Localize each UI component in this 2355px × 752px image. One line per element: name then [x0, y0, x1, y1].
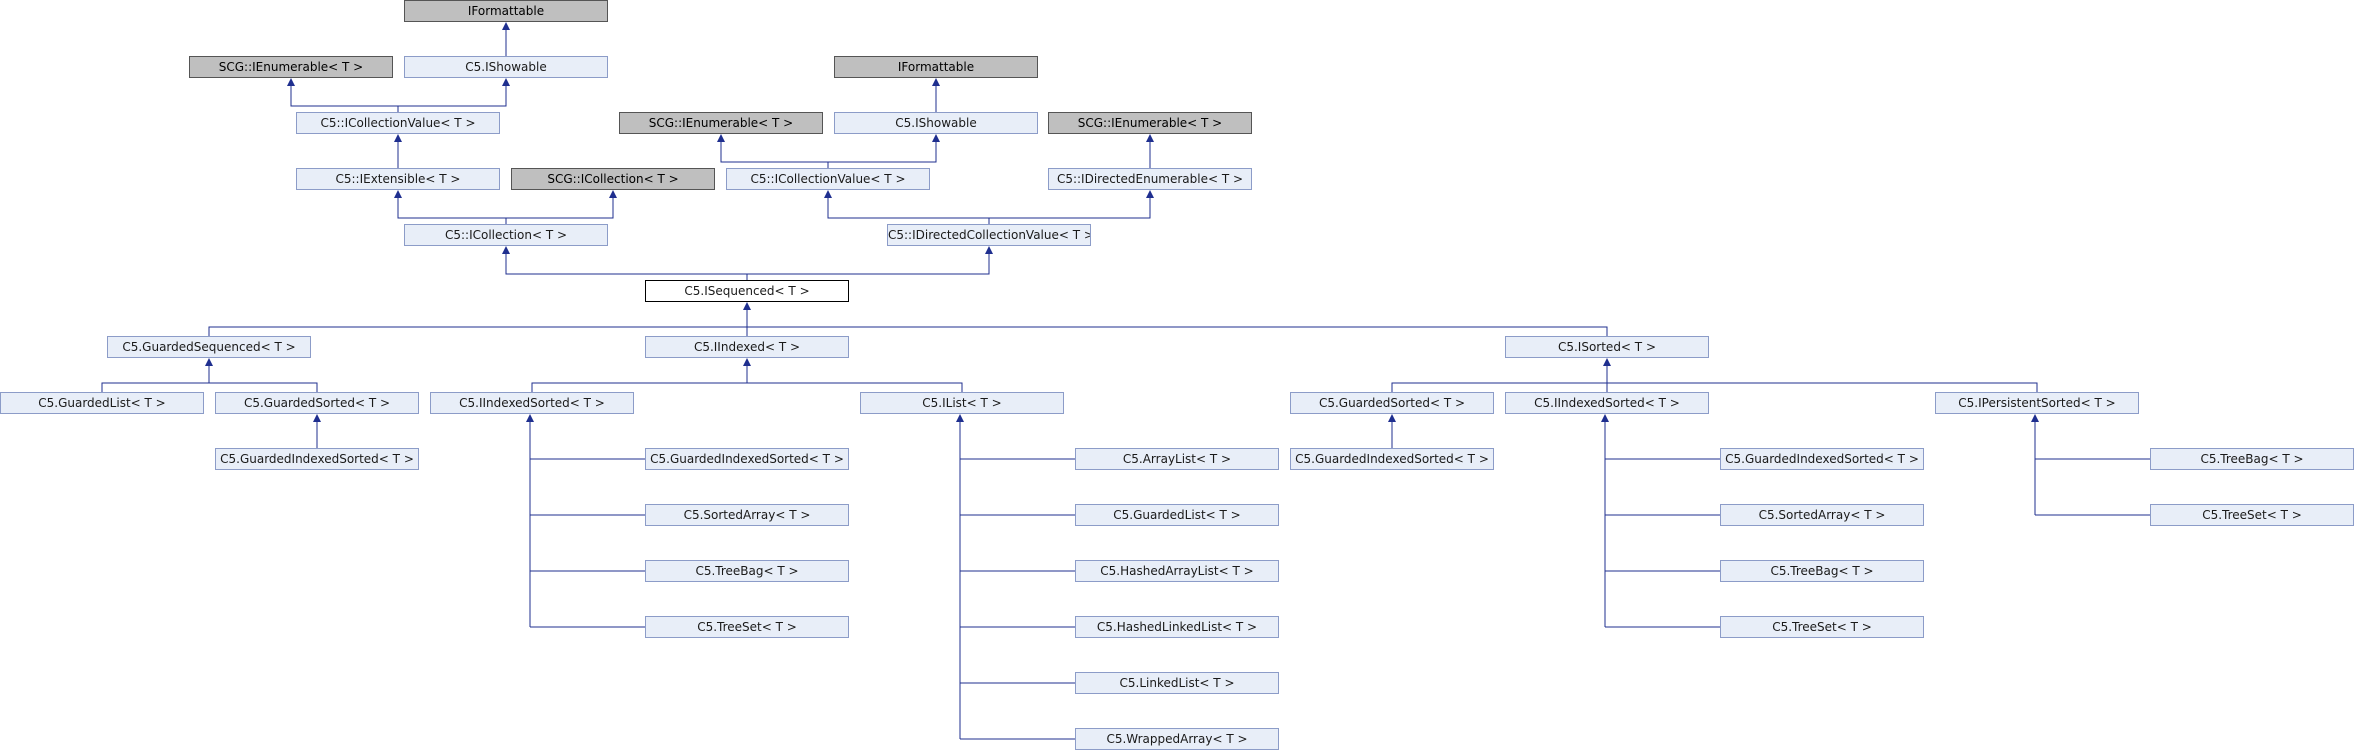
class-node-iformattable-7: IFormattable	[834, 56, 1038, 78]
class-node-sortedarray-t-37[interactable]: C5.SortedArray< T >	[1720, 504, 1924, 526]
class-node-icollectionvalue-t-3[interactable]: C5::ICollectionValue< T >	[296, 112, 500, 134]
class-node-scg-ienumerable-t-1: SCG::IEnumerable< T >	[189, 56, 393, 78]
inheritance-edge-34	[747, 382, 963, 392]
inheritance-edge-4	[398, 78, 510, 107]
class-node-scg-ienumerable-t-8: SCG::IEnumerable< T >	[619, 112, 823, 134]
class-node-guardedsequenced-t-15[interactable]: C5.GuardedSequenced< T >	[107, 336, 311, 358]
class-node-guardedindexedsorted-t-20[interactable]: C5.GuardedIndexedSorted< T >	[215, 448, 419, 470]
class-node-ilist-t-26[interactable]: C5.IList< T >	[860, 392, 1064, 414]
class-node-treebag-t-41[interactable]: C5.TreeBag< T >	[2150, 448, 2354, 470]
inheritance-edge-19	[989, 190, 1154, 219]
inheritance-edge-50	[1607, 382, 2038, 392]
class-node-iextensible-t-4[interactable]: C5::IExtensible< T >	[296, 168, 500, 190]
class-node-idirectedcollectionvalue-t-13[interactable]: C5::IDirectedCollectionValue< T >	[887, 224, 1091, 246]
class-node-iindexedsorted-t-35[interactable]: C5.IIndexedSorted< T >	[1505, 392, 1709, 414]
class-node-guardedlist-t-28[interactable]: C5.GuardedList< T >	[1075, 504, 1279, 526]
class-node-scg-icollection-t-5: SCG::ICollection< T >	[511, 168, 715, 190]
class-node-sortedarray-t-23[interactable]: C5.SortedArray< T >	[645, 504, 849, 526]
class-node-icollection-t-6[interactable]: C5::ICollection< T >	[404, 224, 608, 246]
inheritance-edge-26	[747, 326, 1608, 336]
class-node-guardedindexedsorted-t-36[interactable]: C5.GuardedIndexedSorted< T >	[1720, 448, 1924, 470]
class-node-ipersistentsorted-t-40[interactable]: C5.IPersistentSorted< T >	[1935, 392, 2139, 414]
inheritance-edge-24	[208, 326, 747, 336]
class-node-iformattable-0: IFormattable	[404, 0, 608, 22]
class-node-treeset-t-42[interactable]: C5.TreeSet< T >	[2150, 504, 2354, 526]
class-node-iindexed-t-16[interactable]: C5.IIndexed< T >	[645, 336, 849, 358]
inheritance-edge-22	[747, 246, 993, 275]
class-node-guardedindexedsorted-t-34[interactable]: C5.GuardedIndexedSorted< T >	[1290, 448, 1494, 470]
class-node-hashedlinkedlist-t-30[interactable]: C5.HashedLinkedList< T >	[1075, 616, 1279, 638]
inheritance-edge-8	[394, 190, 506, 219]
inheritance-edge-13	[717, 134, 828, 163]
inheritance-edge-14	[828, 134, 940, 163]
class-node-isorted-t-17[interactable]: C5.ISorted< T >	[1505, 336, 1709, 358]
class-node-iindexedsorted-t-21[interactable]: C5.IIndexedSorted< T >	[430, 392, 634, 414]
inheritance-edge-28	[101, 382, 209, 392]
class-node-hashedarraylist-t-29[interactable]: C5.HashedArrayList< T >	[1075, 560, 1279, 582]
class-node-treeset-t-25[interactable]: C5.TreeSet< T >	[645, 616, 849, 638]
class-node-wrappedarray-t-32[interactable]: C5.WrappedArray< T >	[1075, 728, 1279, 750]
class-node-ishowable-2[interactable]: C5.IShowable	[404, 56, 608, 78]
class-node-treebag-t-24[interactable]: C5.TreeBag< T >	[645, 560, 849, 582]
class-node-isequenced-t-14: C5.ISequenced< T >	[645, 280, 849, 302]
inheritance-edge-29	[209, 382, 318, 392]
class-node-treeset-t-39[interactable]: C5.TreeSet< T >	[1720, 616, 1924, 638]
inheritance-edge-3	[287, 78, 398, 107]
class-node-icollectionvalue-t-11[interactable]: C5::ICollectionValue< T >	[726, 168, 930, 190]
class-node-treebag-t-38[interactable]: C5.TreeBag< T >	[1720, 560, 1924, 582]
inheritance-edge-33	[531, 382, 747, 392]
class-node-scg-ienumerable-t-10: SCG::IEnumerable< T >	[1048, 112, 1252, 134]
class-node-idirectedenumerable-t-12[interactable]: C5::IDirectedEnumerable< T >	[1048, 168, 1252, 190]
class-node-guardedindexedsorted-t-22[interactable]: C5.GuardedIndexedSorted< T >	[645, 448, 849, 470]
class-node-guardedsorted-t-33[interactable]: C5.GuardedSorted< T >	[1290, 392, 1494, 414]
inheritance-edge-9	[506, 190, 617, 219]
class-node-linkedlist-t-31[interactable]: C5.LinkedList< T >	[1075, 672, 1279, 694]
class-node-guardedsorted-t-19[interactable]: C5.GuardedSorted< T >	[215, 392, 419, 414]
inheritance-edge-21	[502, 246, 747, 275]
inheritance-edge-18	[824, 190, 989, 219]
class-node-guardedlist-t-18[interactable]: C5.GuardedList< T >	[0, 392, 204, 414]
class-node-arraylist-t-27[interactable]: C5.ArrayList< T >	[1075, 448, 1279, 470]
inheritance-edge-48	[1391, 382, 1607, 392]
class-node-ishowable-9[interactable]: C5.IShowable	[834, 112, 1038, 134]
inheritance-edges	[101, 22, 2150, 740]
